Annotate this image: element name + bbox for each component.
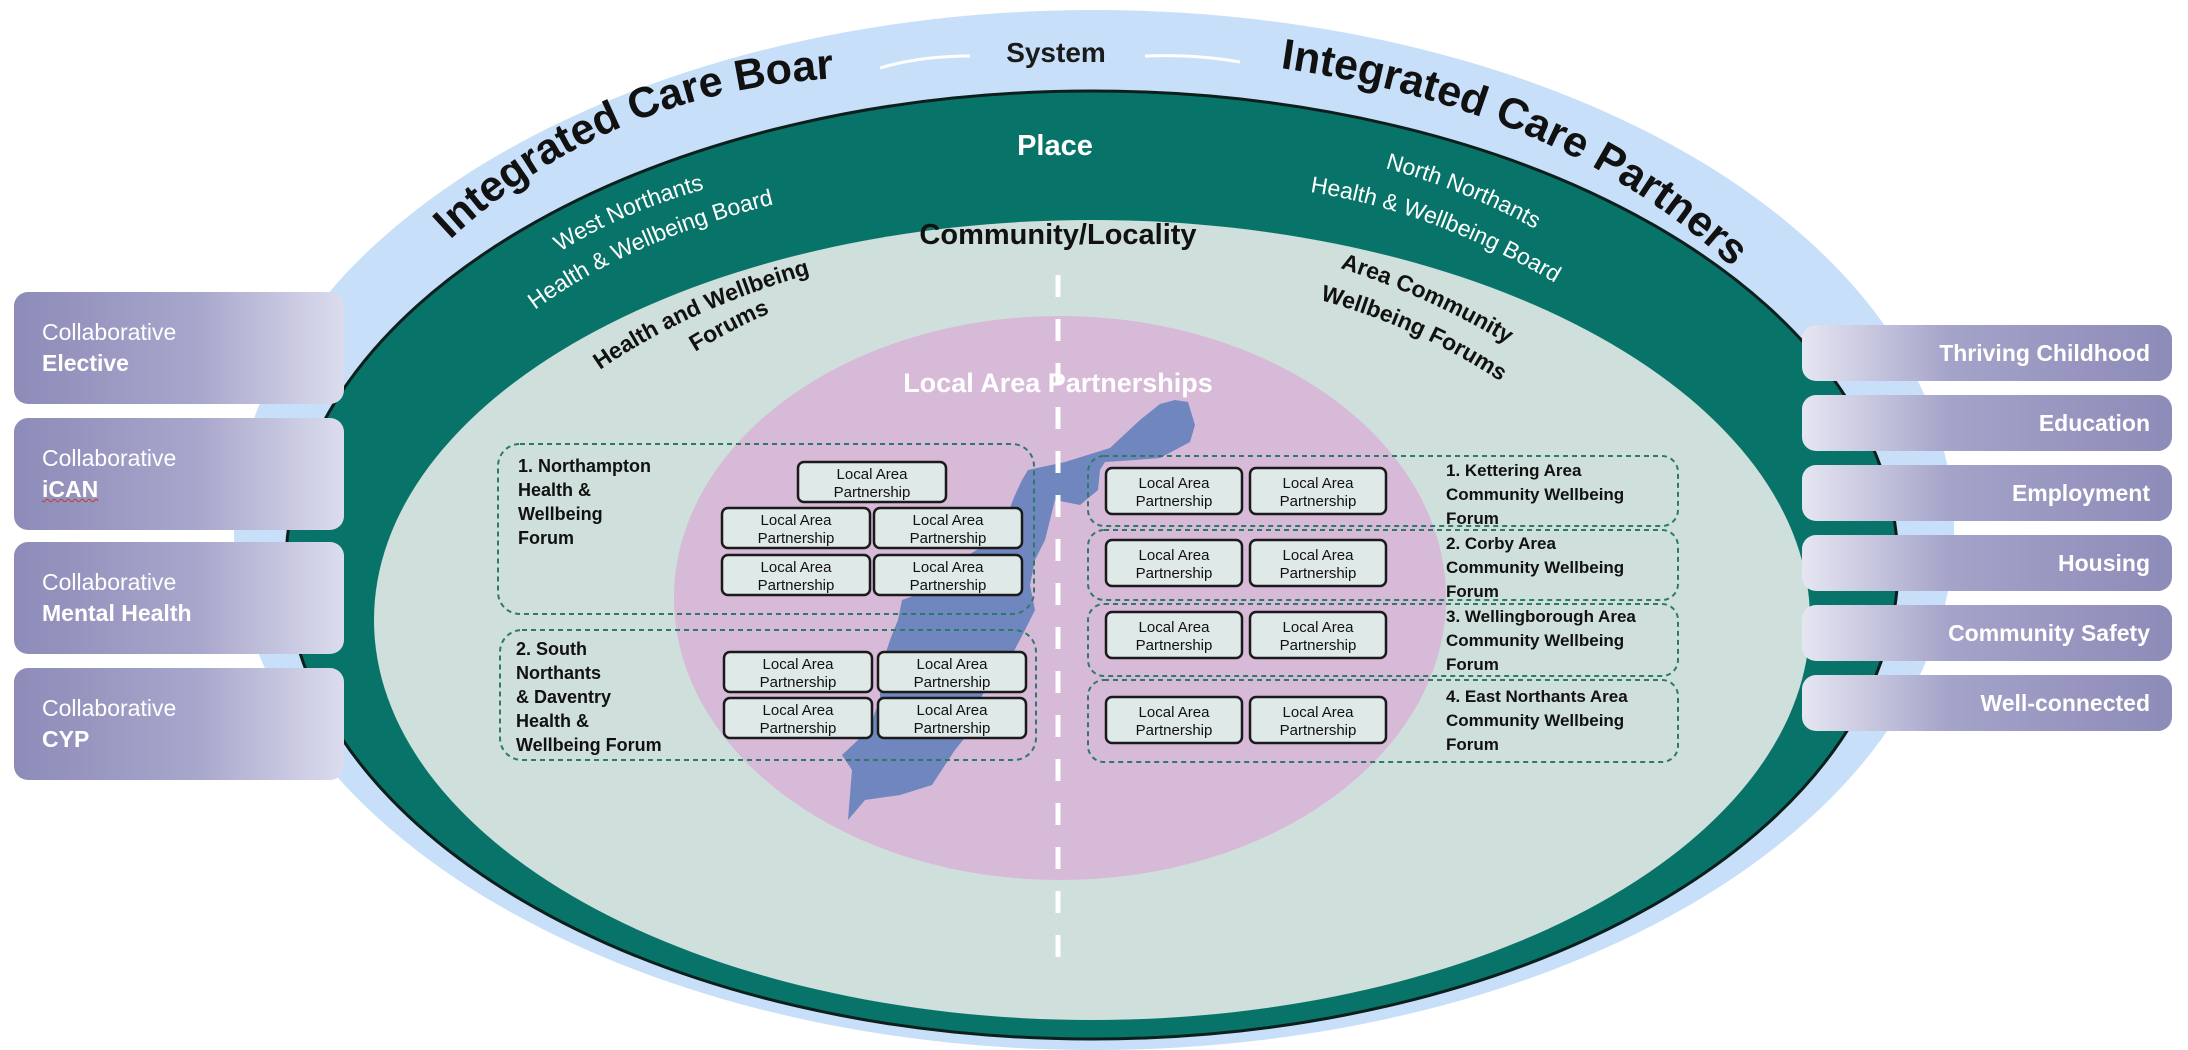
community-locality-label: Community/Locality <box>919 219 1196 251</box>
forum-name-corby: 2. Corby Area Community Wellbeing Forum <box>1446 534 1629 601</box>
forum-group-corby <box>1087 529 1679 601</box>
place-label: Place <box>1017 130 1093 162</box>
community-safety-tab[interactable]: Community Safety <box>1802 605 2172 661</box>
tab-line1: Collaborative <box>42 569 177 595</box>
collaborative-elective-tab[interactable]: Collaborative Elective <box>14 292 344 404</box>
system-label: System <box>1006 37 1106 68</box>
forum-group-northampton <box>497 443 1035 615</box>
tab-line1: Collaborative <box>42 445 177 471</box>
tab-label: Thriving Childhood <box>1939 339 2150 366</box>
system-swoosh-left <box>879 54 971 70</box>
education-tab[interactable]: Education <box>1802 395 2172 451</box>
thriving-childhood-tab[interactable]: Thriving Childhood <box>1802 325 2172 381</box>
tab-label: Employment <box>2011 479 2150 506</box>
well-connected-tab[interactable]: Well-connected <box>1802 675 2172 731</box>
housing-tab[interactable]: Housing <box>1802 535 2172 591</box>
forum-group-east-northants <box>1087 679 1679 763</box>
forum-name-east-northants: 4. East Northants Area Community Wellbei… <box>1446 687 1632 754</box>
tab-line2: Elective <box>42 350 129 376</box>
forum-group-kettering <box>1087 455 1679 527</box>
tab-label: Housing <box>2058 549 2150 576</box>
collaborative-mental-health-tab[interactable]: Collaborative Mental Health <box>14 542 344 654</box>
tab-label: Education <box>2038 409 2150 436</box>
tab-line1: Collaborative <box>42 695 177 721</box>
forum-group-south-northants <box>499 629 1037 761</box>
local-area-partnerships-label: Local Area Partnerships <box>903 368 1213 398</box>
tab-label: Community Safety <box>1948 619 2150 646</box>
forum-group-wellingborough <box>1087 603 1679 677</box>
tab-line2: CYP <box>42 726 90 752</box>
forum-name-south-northants: 2. South Northants & Daventry Health & W… <box>516 639 662 755</box>
tab-line1: Collaborative <box>42 319 177 345</box>
employment-tab[interactable]: Employment <box>1802 465 2172 521</box>
forum-name-kettering: 1. Kettering Area Community Wellbeing Fo… <box>1446 461 1629 528</box>
tab-line2: Mental Health <box>42 600 192 626</box>
collaborative-ican-tab[interactable]: Collaborative iCAN <box>14 418 344 530</box>
forum-name-wellingborough: 3. Wellingborough Area Community Wellbei… <box>1446 607 1641 674</box>
tab-line2: iCAN <box>42 476 99 502</box>
tab-label: Well-connected <box>1980 689 2150 716</box>
forum-name-northampton: 1. Northampton Health & Wellbeing Forum <box>518 456 656 548</box>
collaborative-cyp-tab[interactable]: Collaborative CYP <box>14 668 344 780</box>
system-swoosh-right <box>1144 54 1241 64</box>
